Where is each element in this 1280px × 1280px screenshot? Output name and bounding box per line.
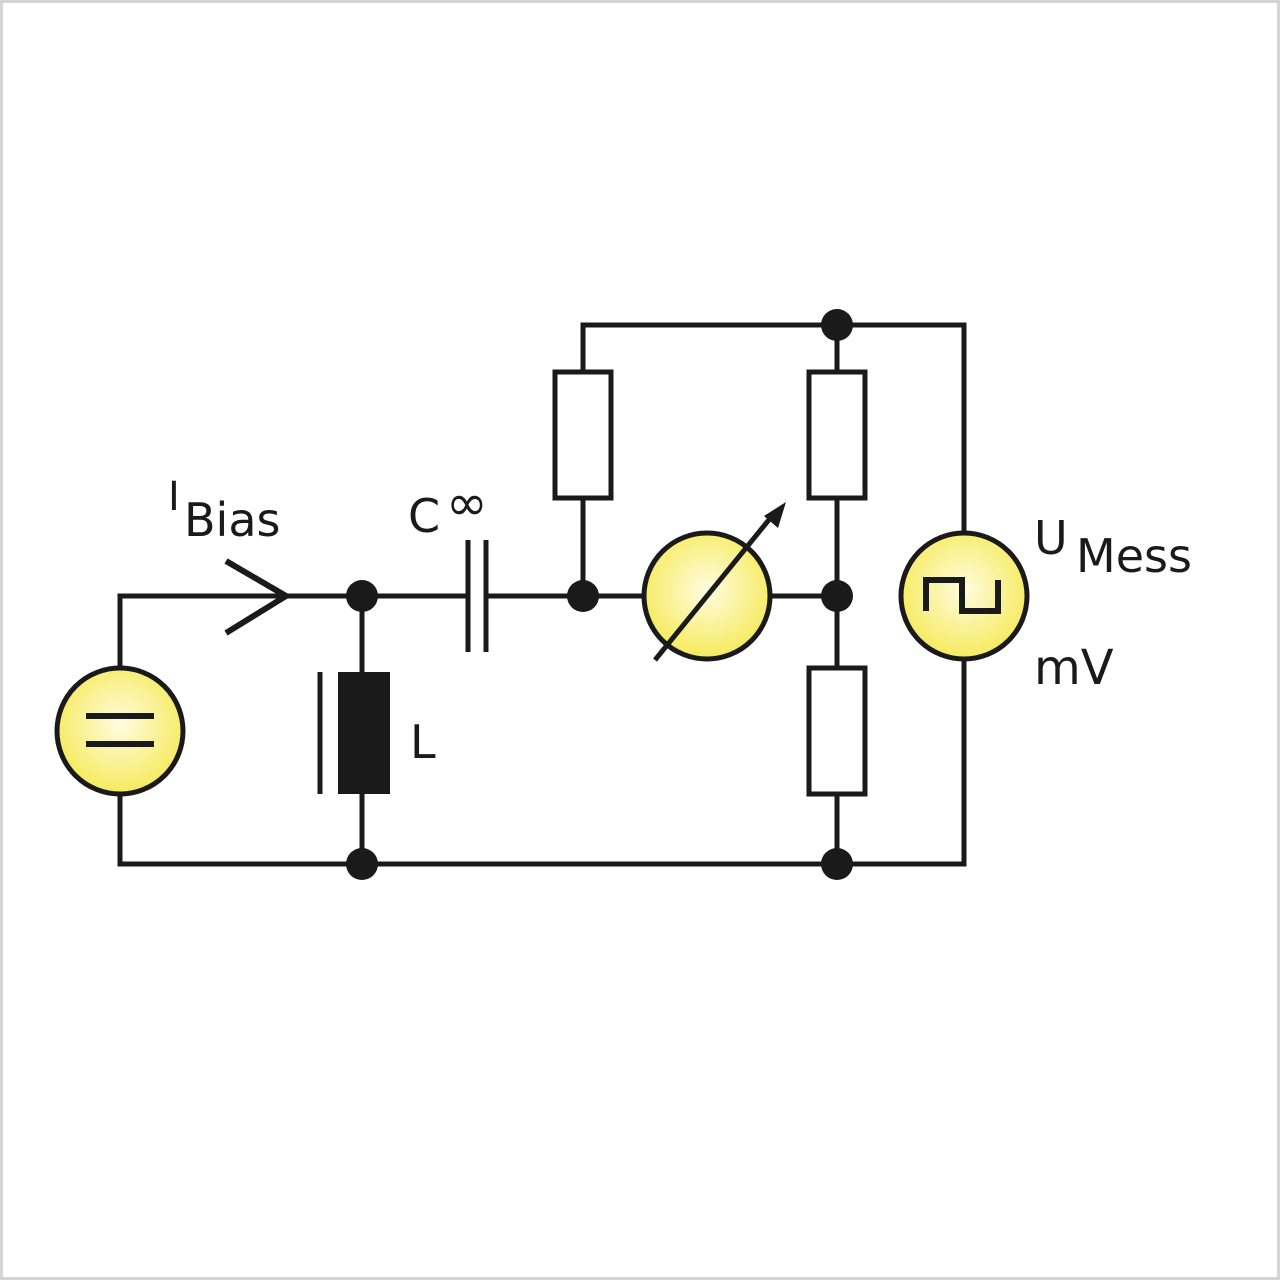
- junction-dot: [821, 580, 853, 612]
- square-wave-source-icon: [898, 530, 1030, 662]
- junctions: [346, 309, 853, 880]
- bias-label-main: I: [168, 474, 180, 520]
- junction-dot: [567, 580, 599, 612]
- junction-dot: [821, 309, 853, 341]
- junction-dot: [346, 580, 378, 612]
- bias-label-sub: Bias: [184, 493, 281, 547]
- inductor-icon: [317, 672, 390, 794]
- mess-label-main: U: [1034, 511, 1068, 565]
- wire-left-top: [117, 593, 360, 668]
- current-arrow-icon: [224, 558, 292, 636]
- mess-unit-label: mV: [1034, 640, 1114, 696]
- wire-bridge-topline: [580, 322, 967, 532]
- inductor-label: L: [410, 715, 436, 769]
- junction-dot: [821, 848, 853, 880]
- resistor-icon: [806, 665, 868, 797]
- wire-left-bottom: [117, 658, 967, 867]
- mess-label-sub: Mess: [1076, 529, 1192, 583]
- junction-dot: [346, 848, 378, 880]
- capacitor-icon: [465, 540, 489, 652]
- variable-meter-icon: [641, 502, 786, 662]
- resistor-icon: [806, 369, 868, 501]
- resistor-icon: [552, 369, 614, 501]
- capacitor-label-main: C: [408, 489, 440, 543]
- capacitor-label-sub: ∞: [446, 474, 488, 532]
- dc-source-icon: [54, 665, 186, 797]
